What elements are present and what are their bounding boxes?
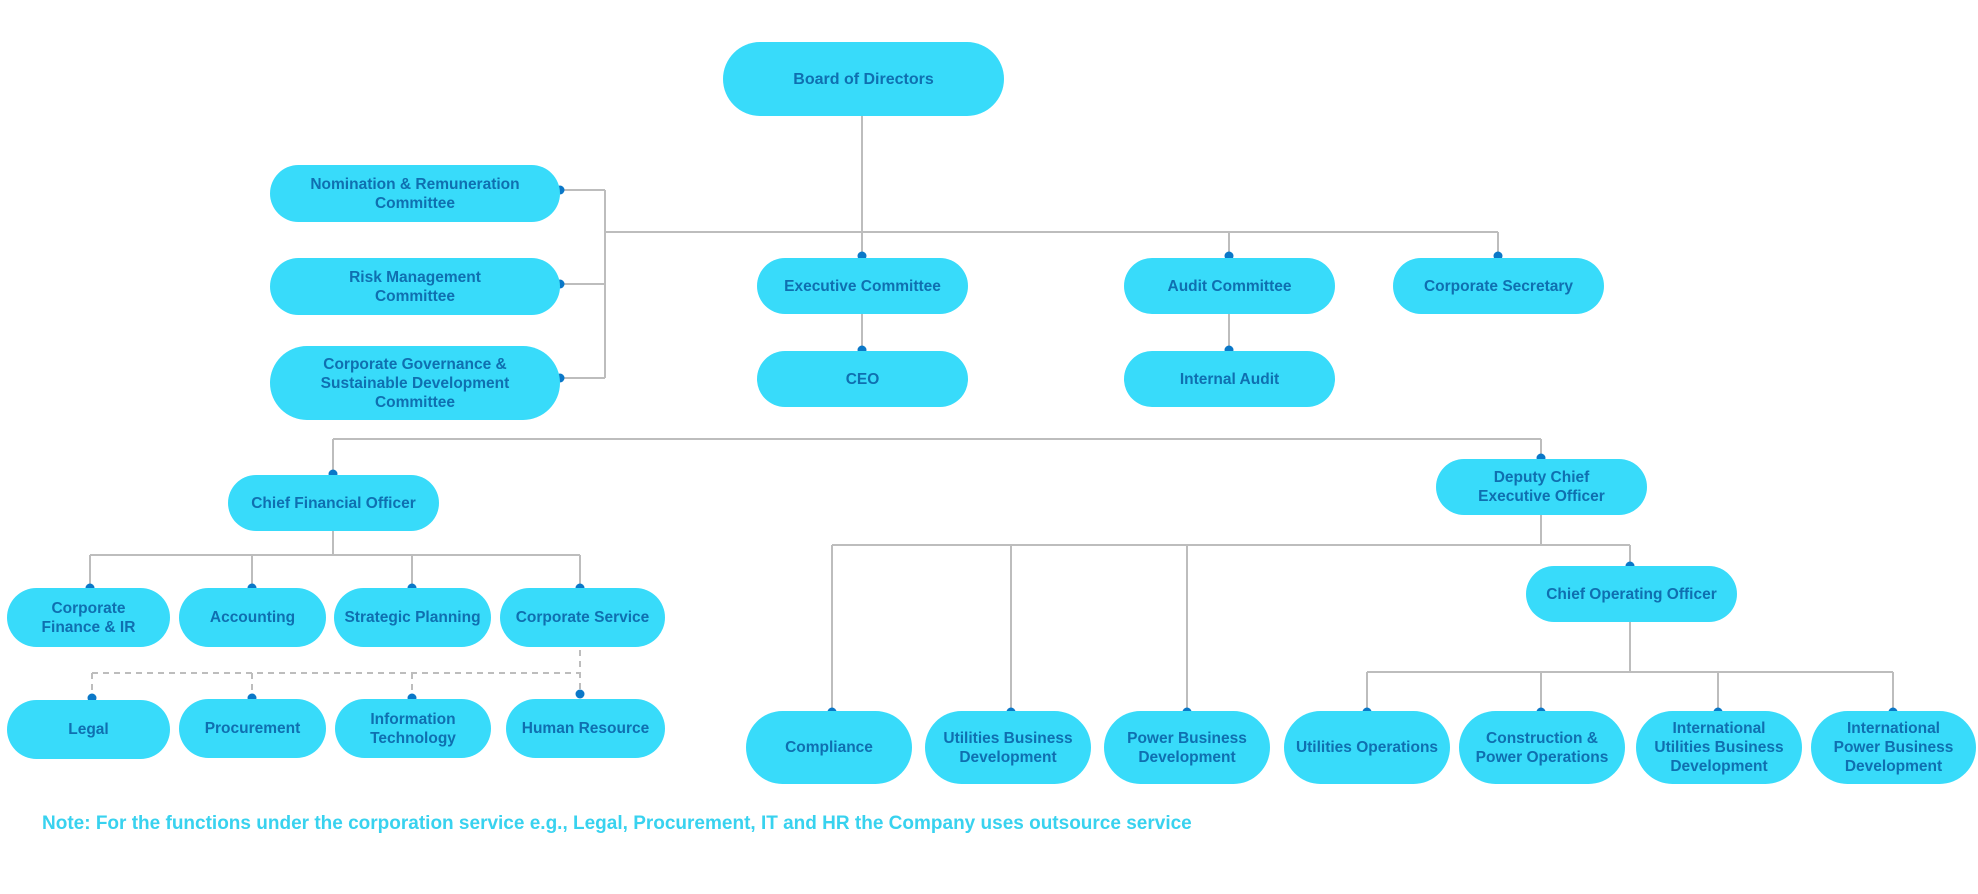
node-legal: Legal bbox=[7, 700, 170, 759]
node-deputy-ceo: Deputy Chief Executive Officer bbox=[1436, 459, 1647, 515]
node-audit-committee: Audit Committee bbox=[1124, 258, 1335, 314]
node-information-technology: Information Technology bbox=[335, 699, 491, 758]
node-strategic-planning: Strategic Planning bbox=[334, 588, 491, 647]
node-procurement: Procurement bbox=[179, 699, 326, 758]
node-nomination-remuneration-committee: Nomination & Remuneration Committee bbox=[270, 165, 560, 222]
node-corporate-secretary: Corporate Secretary bbox=[1393, 258, 1604, 314]
node-accounting: Accounting bbox=[179, 588, 326, 647]
node-board-of-directors: Board of Directors bbox=[723, 42, 1004, 116]
node-ceo: CEO bbox=[757, 351, 968, 407]
node-corporate-finance-ir: Corporate Finance & IR bbox=[7, 588, 170, 647]
node-chief-operating-officer: Chief Operating Officer bbox=[1526, 566, 1737, 622]
node-internal-audit: Internal Audit bbox=[1124, 351, 1335, 407]
node-utilities-business-development: Utilities Business Development bbox=[925, 711, 1091, 784]
connector-dot bbox=[575, 689, 585, 699]
node-international-utilities-business-development: International Utilities Business Develop… bbox=[1636, 711, 1802, 784]
node-international-power-business-development: International Power Business Development bbox=[1811, 711, 1976, 784]
node-executive-committee: Executive Committee bbox=[757, 258, 968, 314]
footnote: Note: For the functions under the corpor… bbox=[42, 813, 1192, 834]
node-human-resource: Human Resource bbox=[506, 699, 665, 758]
node-corporate-governance-committee: Corporate Governance & Sustainable Devel… bbox=[270, 346, 560, 420]
node-construction-power-operations: Construction & Power Operations bbox=[1459, 711, 1625, 784]
node-compliance: Compliance bbox=[746, 711, 912, 784]
node-risk-management-committee: Risk Management Committee bbox=[270, 258, 560, 315]
node-corporate-service: Corporate Service bbox=[500, 588, 665, 647]
node-power-business-development: Power Business Development bbox=[1104, 711, 1270, 784]
node-utilities-operations: Utilities Operations bbox=[1284, 711, 1450, 784]
node-chief-financial-officer: Chief Financial Officer bbox=[228, 475, 439, 531]
